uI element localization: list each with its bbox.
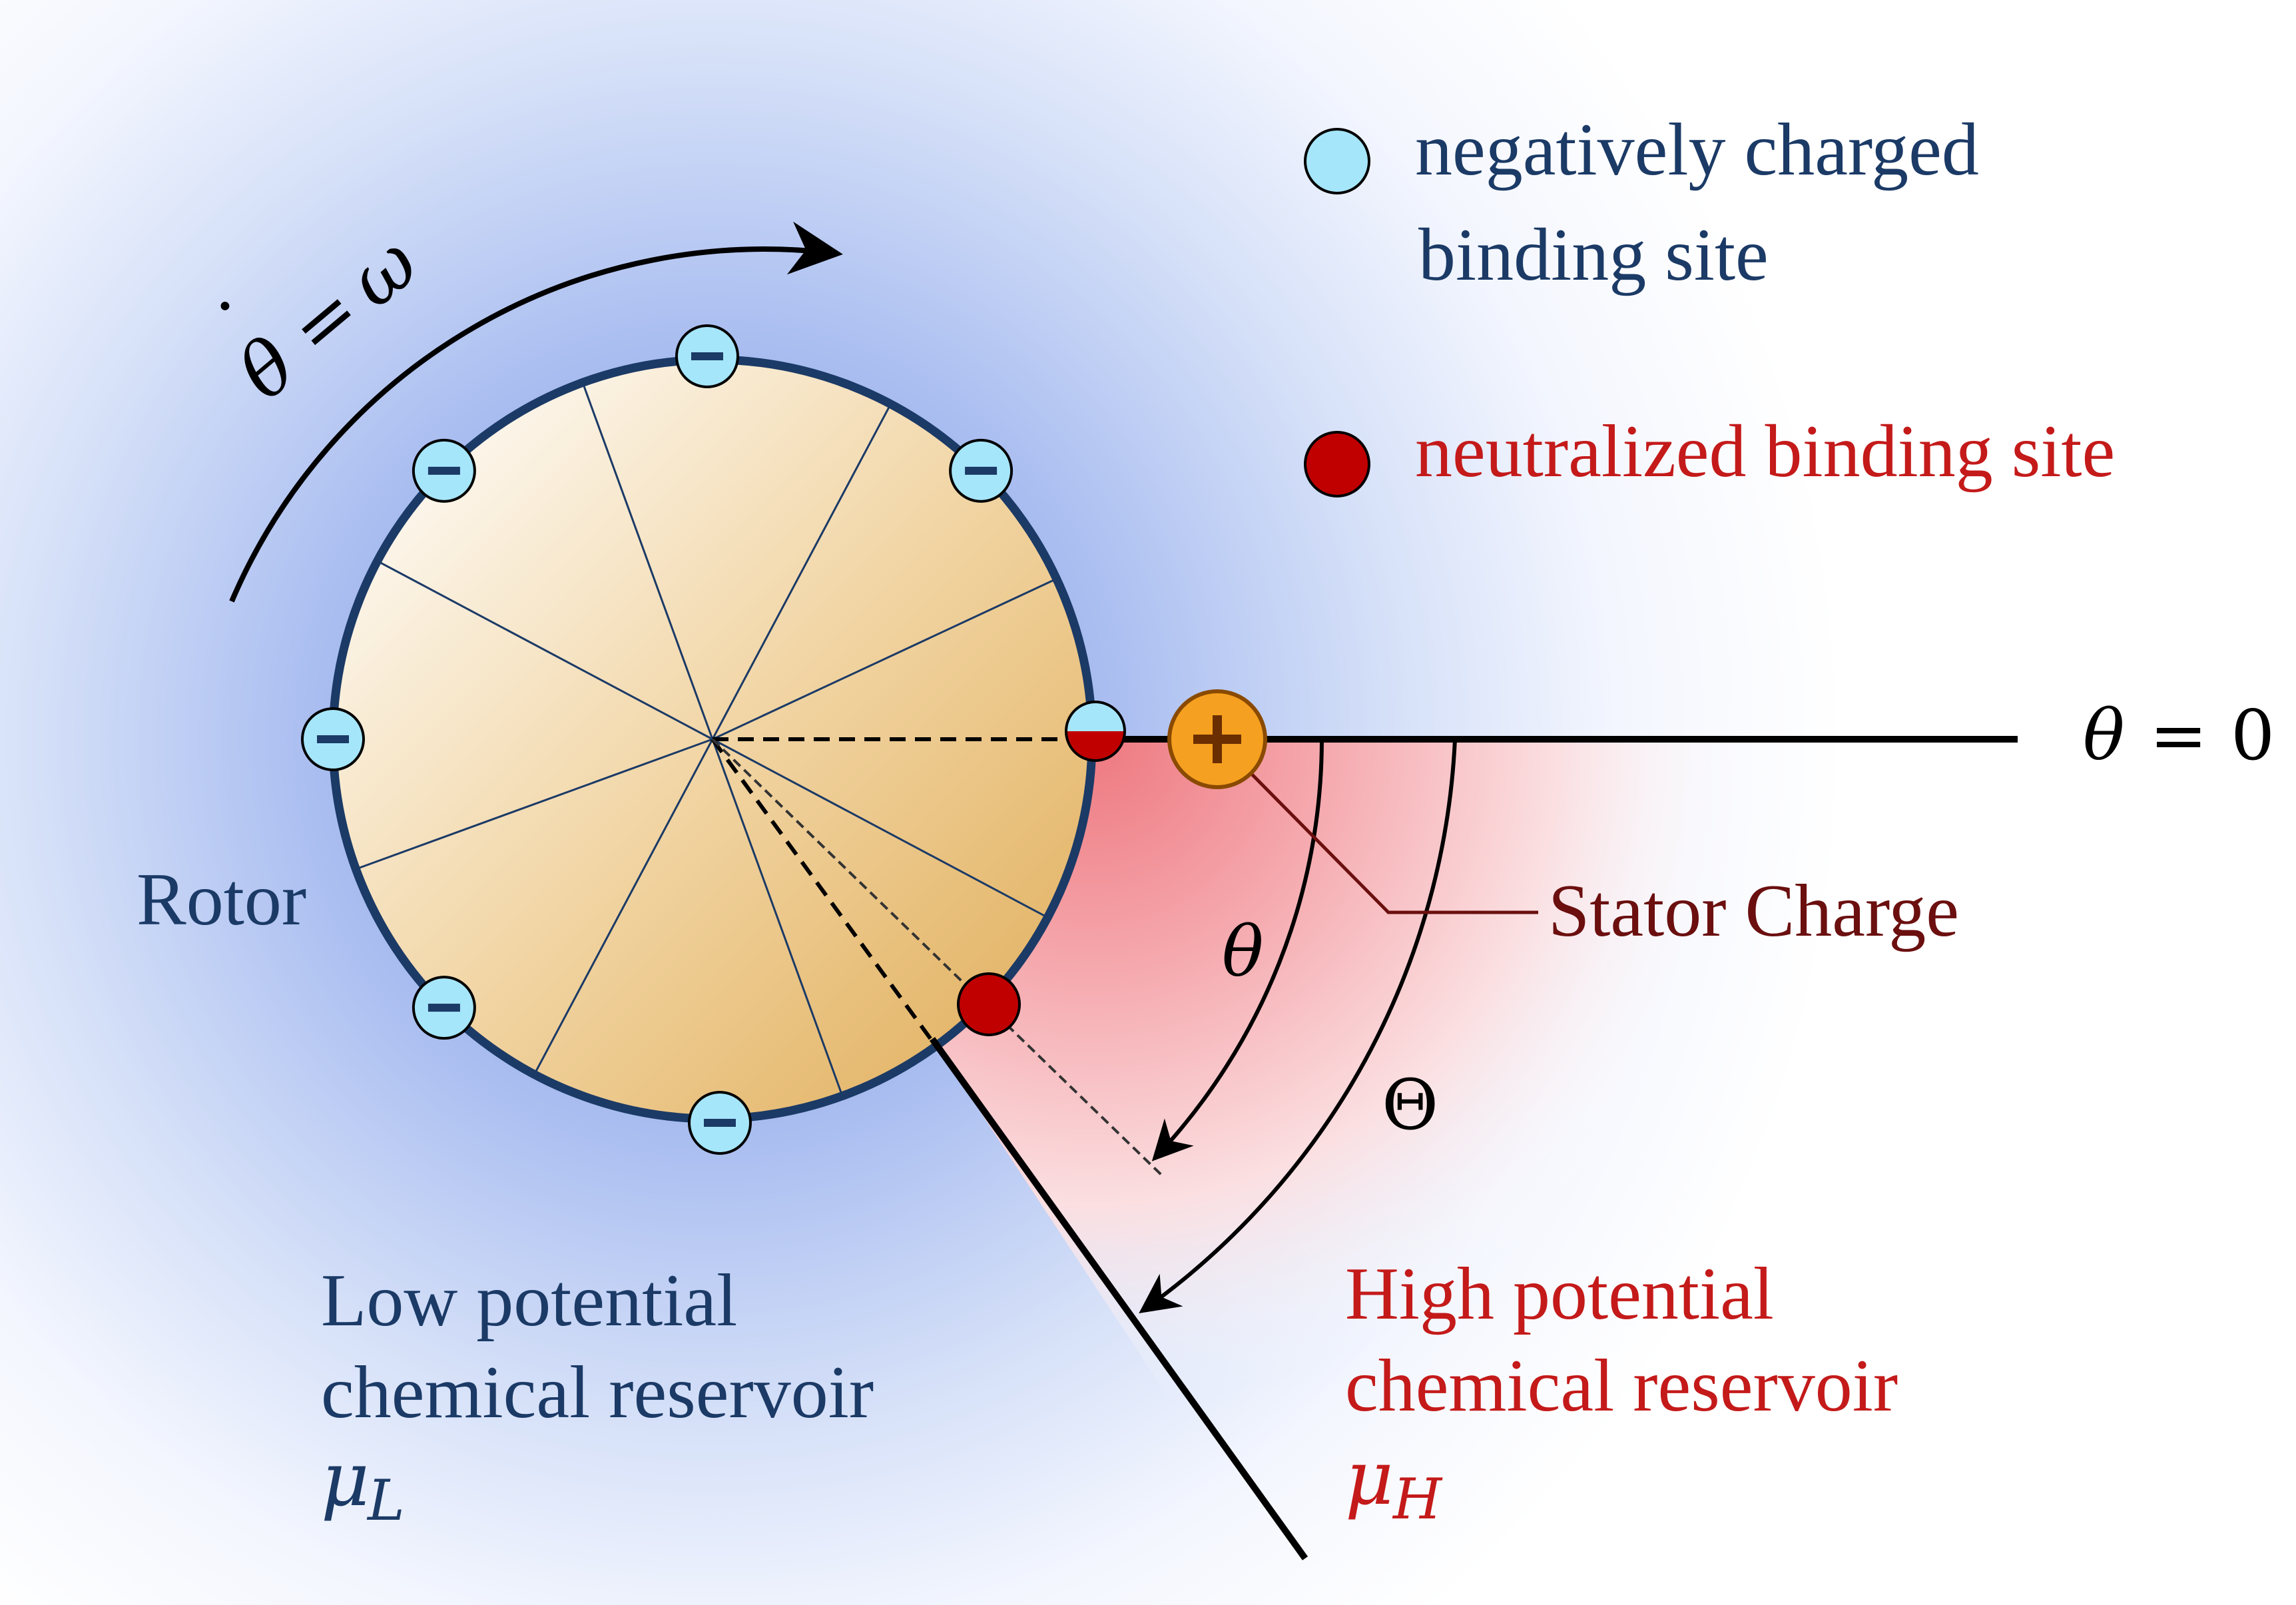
- minus-circle-icon: [412, 438, 476, 503]
- neutralized-binding-site: [957, 972, 1021, 1036]
- stator-charge: [1167, 689, 1267, 789]
- theta-angle-arc: [1151, 739, 1324, 1161]
- minus-circle-icon: [688, 1091, 752, 1155]
- reservoir-boundary-line: [929, 1037, 1308, 1560]
- svg-text:chemical reservoir: chemical reservoir: [321, 1351, 874, 1434]
- svg-text:0: 0: [2231, 695, 2275, 776]
- svg-text:μ: μ: [321, 1437, 370, 1523]
- Theta-angle-arc: [1139, 739, 1457, 1313]
- high-potential-reservoir-label: High potential chemical reservoir μ H: [1345, 1253, 1898, 1532]
- legend-negative-icon: [1304, 128, 1370, 194]
- high-potential-region: [932, 739, 2296, 1605]
- legend-negative-line2: binding site: [1418, 214, 1769, 296]
- dashed-radius-theta: [711, 738, 1163, 1177]
- rotor-spoke: [712, 577, 1057, 741]
- svg-text:μ: μ: [1345, 1435, 1394, 1522]
- legend-negative-line1: negatively charged: [1415, 109, 1979, 191]
- minus-circle-icon: [675, 324, 739, 388]
- minus-circle-icon: [412, 976, 476, 1040]
- rotation-arrow: [229, 221, 843, 603]
- dashed-radius-bound: [711, 738, 936, 1044]
- svg-text:=: =: [2150, 695, 2207, 776]
- svg-text:θ: θ: [2083, 695, 2125, 776]
- stator-label: Stator Charge: [1548, 870, 1959, 952]
- rotor-spoke: [533, 739, 714, 1076]
- svg-text:chemical reservoir: chemical reservoir: [1345, 1345, 1898, 1427]
- svg-text:L: L: [366, 1468, 405, 1533]
- transition-binding-site: [1065, 701, 1126, 762]
- svg-text:H: H: [1392, 1466, 1443, 1532]
- rotor-spoke: [711, 403, 892, 740]
- minus-circle-icon: [301, 707, 365, 771]
- rotor-spokes: [355, 382, 1057, 1097]
- rotor-spoke: [376, 560, 713, 741]
- rotor-spoke: [581, 382, 714, 740]
- minus-circle-icon: [949, 438, 1013, 503]
- legend-neutral-line1: neutralized binding site: [1415, 410, 2115, 493]
- theta-angle-label: θ: [1222, 911, 1264, 992]
- theta-zero-label: θ = 0: [2083, 695, 2275, 776]
- svg-text:High potential: High potential: [1345, 1253, 1774, 1335]
- rotor-spoke: [711, 739, 844, 1097]
- legend-neutral-icon: [1304, 431, 1370, 497]
- rotor-spoke: [355, 738, 713, 870]
- low-potential-reservoir-label: Low potential chemical reservoir μ L: [321, 1259, 874, 1533]
- Theta-angle-label: Θ: [1382, 1064, 1438, 1145]
- rotor-spoke: [712, 738, 1049, 918]
- negative-binding-sites: [301, 324, 1013, 1155]
- stator-leader-line: [1216, 738, 1538, 914]
- svg-text:Low potential: Low potential: [321, 1259, 737, 1342]
- rotor-label: Rotor: [137, 858, 306, 941]
